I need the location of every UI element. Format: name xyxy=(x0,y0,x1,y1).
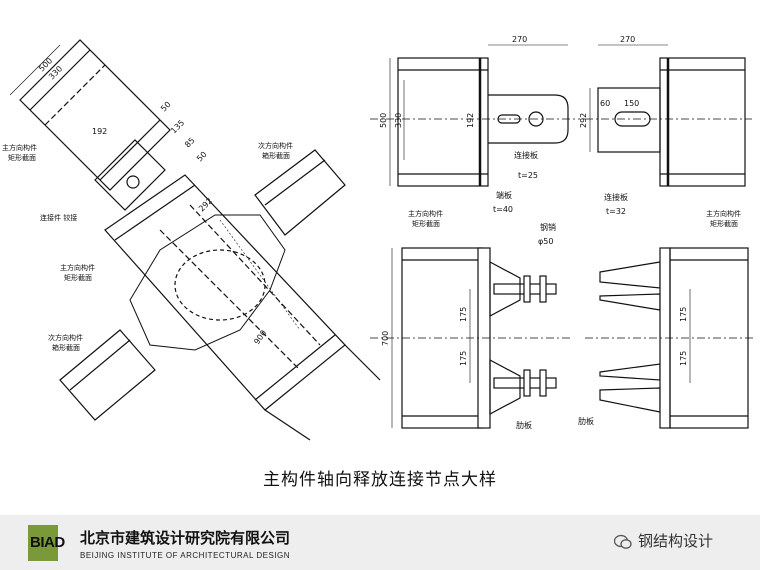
svg-text:矩形截面: 矩形截面 xyxy=(710,219,738,228)
bottom-left-labels: 700 175 175 主方向构件 矩形截面 端板 t=40 钢销 φ50 肋板 xyxy=(381,190,556,430)
dim-left-192: 192 xyxy=(92,127,107,136)
node-detail-drawing: 500 330 192 50 135 85 50 292 900 主方向构件 矩… xyxy=(2,35,755,441)
org-name-cn: 北京市建筑设计研究院有限公司 xyxy=(80,529,291,547)
bl-stiffener: 肋板 xyxy=(516,420,532,430)
top-left-view xyxy=(370,44,580,187)
top-left-labels: 270 500 330 192 连接板 t=25 xyxy=(379,35,538,180)
tr-plate-thk: t=32 xyxy=(606,207,626,216)
drawing-caption: 主构件轴向释放连接节点大样 xyxy=(263,470,497,490)
org-name-en: BEIJING INSTITUTE OF ARCHITECTURAL DESIG… xyxy=(80,551,290,560)
dim-tl-192: 192 xyxy=(466,113,475,128)
dim-tl-270: 270 xyxy=(512,35,527,44)
dim-tr-60: 60 xyxy=(600,99,610,108)
dim-tl-500: 500 xyxy=(379,113,388,128)
br-main-label: 主方向构件 xyxy=(706,209,741,218)
br-stiffener: 肋板 xyxy=(578,416,594,426)
dim-tl-330: 330 xyxy=(394,113,403,128)
dim-bl-175a: 175 xyxy=(459,307,468,322)
bl-end-plate: 端板 xyxy=(496,190,512,200)
bottom-right-view xyxy=(585,247,755,429)
top-right-labels: 270 60 150 292 连接板 t=32 xyxy=(579,35,639,216)
dim-left-135: 135 xyxy=(169,118,186,135)
bl-end-plate-thk: t=40 xyxy=(493,205,513,214)
bottom-right-labels: 175 175 主方向构件 矩形截面 肋板 xyxy=(578,209,741,426)
label-main-mid: 主方向构件 xyxy=(60,263,95,272)
svg-text:箱形截面: 箱形截面 xyxy=(262,151,290,160)
svg-text:矩形截面: 矩形截面 xyxy=(412,219,440,228)
bl-main-label: 主方向构件 xyxy=(408,209,443,218)
dim-tr-292: 292 xyxy=(579,113,588,128)
dim-br-175a: 175 xyxy=(679,307,688,322)
wechat-account: 钢结构设计 xyxy=(613,530,714,551)
tl-plate-thk: t=25 xyxy=(518,171,538,180)
dim-left-50b: 50 xyxy=(195,150,209,164)
dim-left-292: 292 xyxy=(197,196,214,213)
label-main-top: 主方向构件 xyxy=(2,143,37,152)
dim-tr-270: 270 xyxy=(620,35,635,44)
svg-text:矩形截面: 矩形截面 xyxy=(64,273,92,282)
tr-plate-label: 连接板 xyxy=(604,192,628,202)
footer-bar: BIAD 北京市建筑设计研究院有限公司 BEIJING INSTITUTE OF… xyxy=(0,515,760,570)
dim-bl-175b: 175 xyxy=(459,351,468,366)
dim-left-50: 50 xyxy=(159,100,173,114)
logo-text: BIAD xyxy=(30,534,65,551)
biad-logo: BIAD xyxy=(28,525,72,561)
dim-br-175b: 175 xyxy=(679,351,688,366)
dim-tr-150: 150 xyxy=(624,99,639,108)
dim-left-900: 900 xyxy=(252,328,268,346)
tl-plate-label: 连接板 xyxy=(514,150,538,160)
top-right-view xyxy=(585,44,752,187)
wechat-icon xyxy=(613,534,632,549)
bl-bolt-dia: φ50 xyxy=(538,237,553,246)
dim-bl-700: 700 xyxy=(381,331,390,346)
dim-left-85: 85 xyxy=(183,136,197,150)
bl-bolt-label: 钢销 xyxy=(540,222,556,232)
svg-text:矩形截面: 矩形截面 xyxy=(8,153,36,162)
left-view-labels: 500 330 192 50 135 85 50 292 900 主方向构件 矩… xyxy=(2,56,293,352)
label-secondary-top: 次方向构件 xyxy=(258,141,293,150)
label-secondary-bottom: 次方向构件 xyxy=(48,333,83,342)
logo-green-block xyxy=(28,525,58,561)
left-diagonal-view xyxy=(9,39,381,441)
bottom-left-view xyxy=(370,247,570,429)
wechat-name: 钢结构设计 xyxy=(638,532,714,550)
svg-text:箱形截面: 箱形截面 xyxy=(52,343,80,352)
label-ball: 连接件 铰接 xyxy=(40,213,77,222)
